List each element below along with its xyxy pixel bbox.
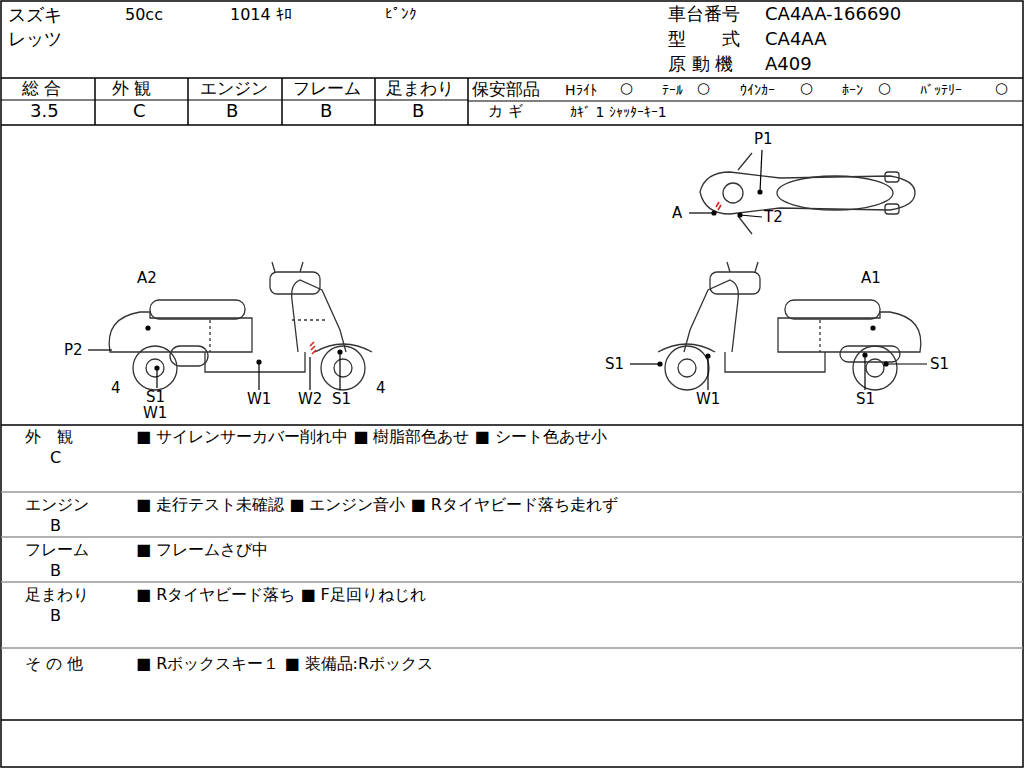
safety-item: ﾎｰﾝ xyxy=(842,82,863,98)
callout-code: S1 xyxy=(332,391,351,408)
comment-text: ■ Rタイヤビード落ち ■ F足回りねじれ xyxy=(136,586,426,604)
maker: スズキ xyxy=(8,5,62,26)
callout-code: S1 xyxy=(605,356,624,373)
safety-item: ｳｲﾝｶｰ xyxy=(740,82,775,98)
displacement: 50cc xyxy=(125,6,163,24)
key-heading: カ ギ xyxy=(488,103,523,120)
check-mark: ○ xyxy=(800,80,813,97)
callout-code: P1 xyxy=(754,131,773,148)
check-mark: ○ xyxy=(995,80,1008,97)
field-name: 原 動 機 xyxy=(668,54,733,75)
comment-grade: B xyxy=(50,607,61,625)
comment-grade: B xyxy=(50,562,61,580)
callout-number: 4 xyxy=(376,380,386,397)
check-mark: ○ xyxy=(620,80,633,97)
comment-heading: エンジン xyxy=(25,496,89,514)
callout-code: A1 xyxy=(861,270,881,287)
model-name: レッツ xyxy=(8,29,62,50)
comment-text: ■ フレームさび中 xyxy=(136,541,268,559)
field-name: 型 式 xyxy=(668,29,740,50)
safety-item: ﾃｰﾙ xyxy=(662,82,683,98)
safety-item: ﾊﾞｯﾃﾘｰ xyxy=(920,82,962,98)
color: ﾋﾟﾝｸ xyxy=(385,6,417,23)
key-detail: ｶｷﾞ 1 ｼｬｯﾀｰｷｰ1 xyxy=(570,104,667,120)
comment-text: ■ サイレンサーカバー削れ中 ■ 樹脂部色あせ ■ シート色あせ小 xyxy=(136,428,607,446)
grade-value: B xyxy=(412,101,424,122)
callout-code: W1 xyxy=(143,405,167,422)
callout-code: A xyxy=(672,205,682,222)
check-mark: ○ xyxy=(697,80,710,97)
comment-grade: B xyxy=(50,517,61,535)
grade-heading: 外 観 xyxy=(112,79,151,99)
grade-value: B xyxy=(226,101,238,122)
callout-code: W1 xyxy=(247,391,271,408)
callout-code: P2 xyxy=(64,342,83,359)
safety-item: Hﾗｲﾄ xyxy=(565,82,597,98)
callout-code: S1 xyxy=(930,356,949,373)
callout-code: W2 xyxy=(298,391,322,408)
comment-grade: C xyxy=(50,449,61,467)
callout-code: T2 xyxy=(764,209,783,226)
field-name: 車台番号 xyxy=(668,4,740,25)
grade-heading: フレーム xyxy=(293,79,361,99)
safety-heading: 保安部品 xyxy=(472,80,540,100)
grade-value: C xyxy=(133,101,146,122)
grade-value: B xyxy=(320,101,332,122)
comment-heading: 足まわり xyxy=(25,586,89,604)
comment-heading: そ の 他 xyxy=(25,655,83,673)
comment-heading: フレーム xyxy=(25,541,89,559)
comment-text: ■ Rボックスキー１ ■ 装備品:Rボックス xyxy=(136,655,433,673)
grade-value: 3.5 xyxy=(30,101,59,122)
mileage: 1014 ｷﾛ xyxy=(230,6,292,24)
callout-code: S1 xyxy=(856,391,875,408)
callout-code: W1 xyxy=(696,391,720,408)
grade-heading: 総 合 xyxy=(22,79,61,99)
model-code: CA4AA xyxy=(765,29,826,50)
grade-heading: 足まわり xyxy=(386,79,454,99)
check-mark: ○ xyxy=(878,80,891,97)
grade-heading: エンジン xyxy=(200,79,268,99)
callout-code: S1 xyxy=(146,389,165,406)
callout-code: A2 xyxy=(137,270,157,287)
engine-code: A409 xyxy=(765,54,812,75)
comment-heading: 外 観 xyxy=(25,428,73,446)
frame-number: CA4AA-166690 xyxy=(765,4,901,25)
callout-number: 4 xyxy=(111,380,121,397)
comment-text: ■ 走行テスト未確認 ■ エンジン音小 ■ Rタイヤビード落ち走れず xyxy=(136,496,618,514)
